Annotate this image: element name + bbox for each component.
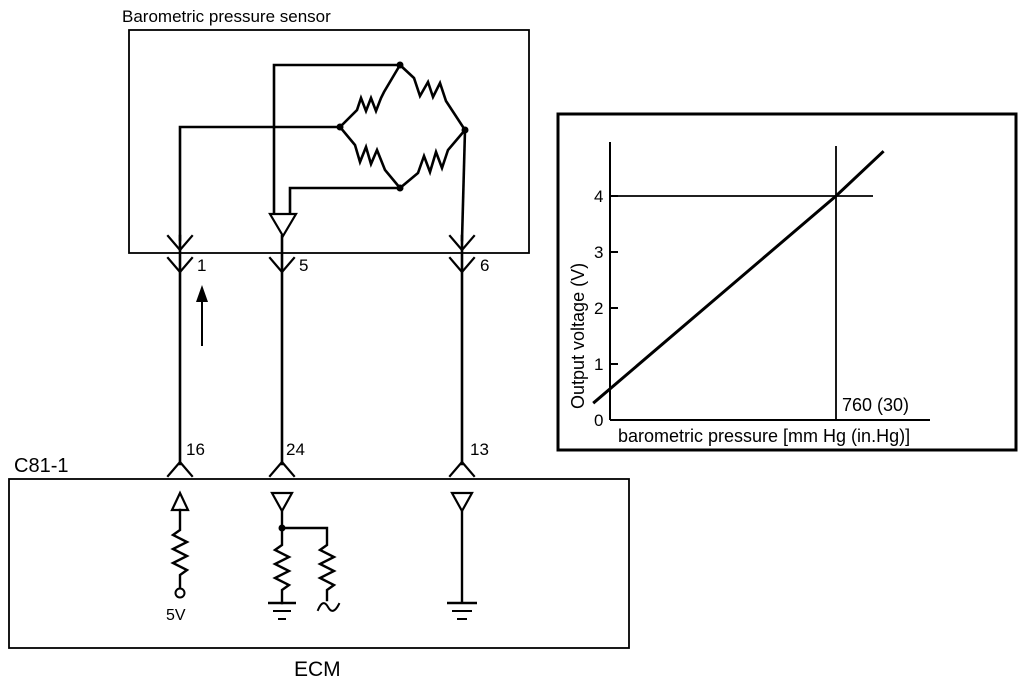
y-axis-label: Output voltage (V) [568, 263, 588, 409]
sensor-pin-6-label: 6 [480, 256, 489, 275]
input-triangle-icon [170, 490, 190, 512]
ecm-connector-chevrons [166, 460, 476, 478]
x-axis-label: barometric pressure [mm Hg (in.Hg)] [618, 426, 910, 446]
y-tick-group: 0 1 2 3 4 [594, 187, 618, 430]
ecm-pin-13-label: 13 [470, 440, 489, 459]
ground-icon [268, 601, 296, 620]
ground-icon [447, 601, 477, 620]
ecm-signal-input-circuit [268, 491, 341, 620]
ecm-box [8, 478, 630, 649]
ecm-pin-16-label: 16 [186, 440, 205, 459]
wire-pin5-top-internal [272, 63, 402, 216]
sensor-box [128, 29, 530, 254]
output-voltage-chart: 0 1 2 3 4 760 (30) barometric pressure [mm H… [556, 112, 1018, 452]
ecm-pin-24-label: 24 [286, 440, 305, 459]
x-marker-label: 760 (30) [842, 395, 909, 415]
wire-pin6-internal [460, 128, 467, 242]
ecm-label: ECM [294, 658, 341, 681]
resistor-bridge [336, 61, 469, 192]
ecm-ground-circuit [447, 491, 477, 620]
ecm-supply-circuit [170, 490, 190, 599]
chart-frame [556, 112, 1018, 452]
supply-terminal-icon [174, 587, 186, 599]
wire-pin5-bottom-internal [288, 186, 402, 216]
sensor-output-triangle-icon [268, 212, 298, 239]
ac-source-icon [316, 602, 341, 612]
signal-direction-arrow-icon [196, 285, 208, 346]
ground-input-triangle-icon [450, 491, 474, 514]
sensor-pin-1-label: 1 [197, 256, 206, 275]
sensor-connector-chevrons [166, 234, 476, 274]
y-tick-label: 4 [594, 187, 603, 206]
connector-id: C81-1 [14, 455, 68, 477]
y-tick-label: 1 [594, 355, 603, 374]
signal-input-triangle-icon [270, 491, 294, 514]
output-voltage-line [592, 150, 885, 405]
sensor-pin-5-label: 5 [299, 256, 308, 275]
supply-voltage-label: 5V [166, 607, 186, 624]
y-tick-label: 2 [594, 299, 603, 318]
y-tick-label: 0 [594, 411, 603, 430]
wire-pin1-internal [178, 125, 342, 242]
sensor-title: Barometric pressure sensor [122, 7, 331, 26]
y-tick-label: 3 [594, 243, 603, 262]
